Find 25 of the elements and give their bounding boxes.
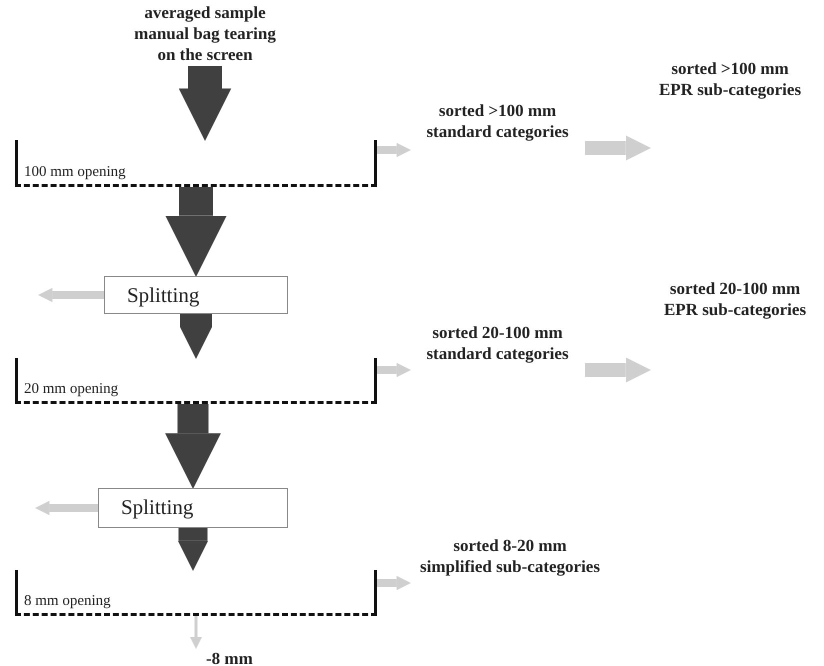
stage-label: sorted >100 mm EPR sub-categories <box>650 58 810 158</box>
arrow <box>190 616 202 649</box>
arrow <box>38 288 104 302</box>
arrow <box>377 142 411 158</box>
arrow <box>585 357 651 383</box>
arrow <box>377 362 411 378</box>
screen-line <box>15 570 377 616</box>
screen-line <box>15 358 377 404</box>
arrow <box>178 66 232 141</box>
arrow <box>180 314 212 359</box>
arrow <box>377 576 411 590</box>
arrow <box>165 187 227 277</box>
fraction-label: -8 mm <box>182 648 262 666</box>
process-box: Splitting <box>98 488 288 528</box>
arrow <box>165 404 221 489</box>
process-box: Splitting <box>104 276 288 314</box>
stage-label: sorted 20-100 mm standard categories <box>410 322 585 380</box>
arrow <box>585 135 651 161</box>
stage-label: averaged sample manual bag tearing on the screen <box>125 2 285 66</box>
arrow <box>178 528 208 571</box>
screen-line <box>15 140 377 187</box>
stage-label: sorted 20-100 mm EPR sub-categories <box>650 278 820 380</box>
arrow <box>35 500 98 516</box>
stage-label: sorted >100 mm standard categories <box>410 100 585 158</box>
stage-label: sorted 8-20 mm simplified sub-categories <box>410 535 610 593</box>
